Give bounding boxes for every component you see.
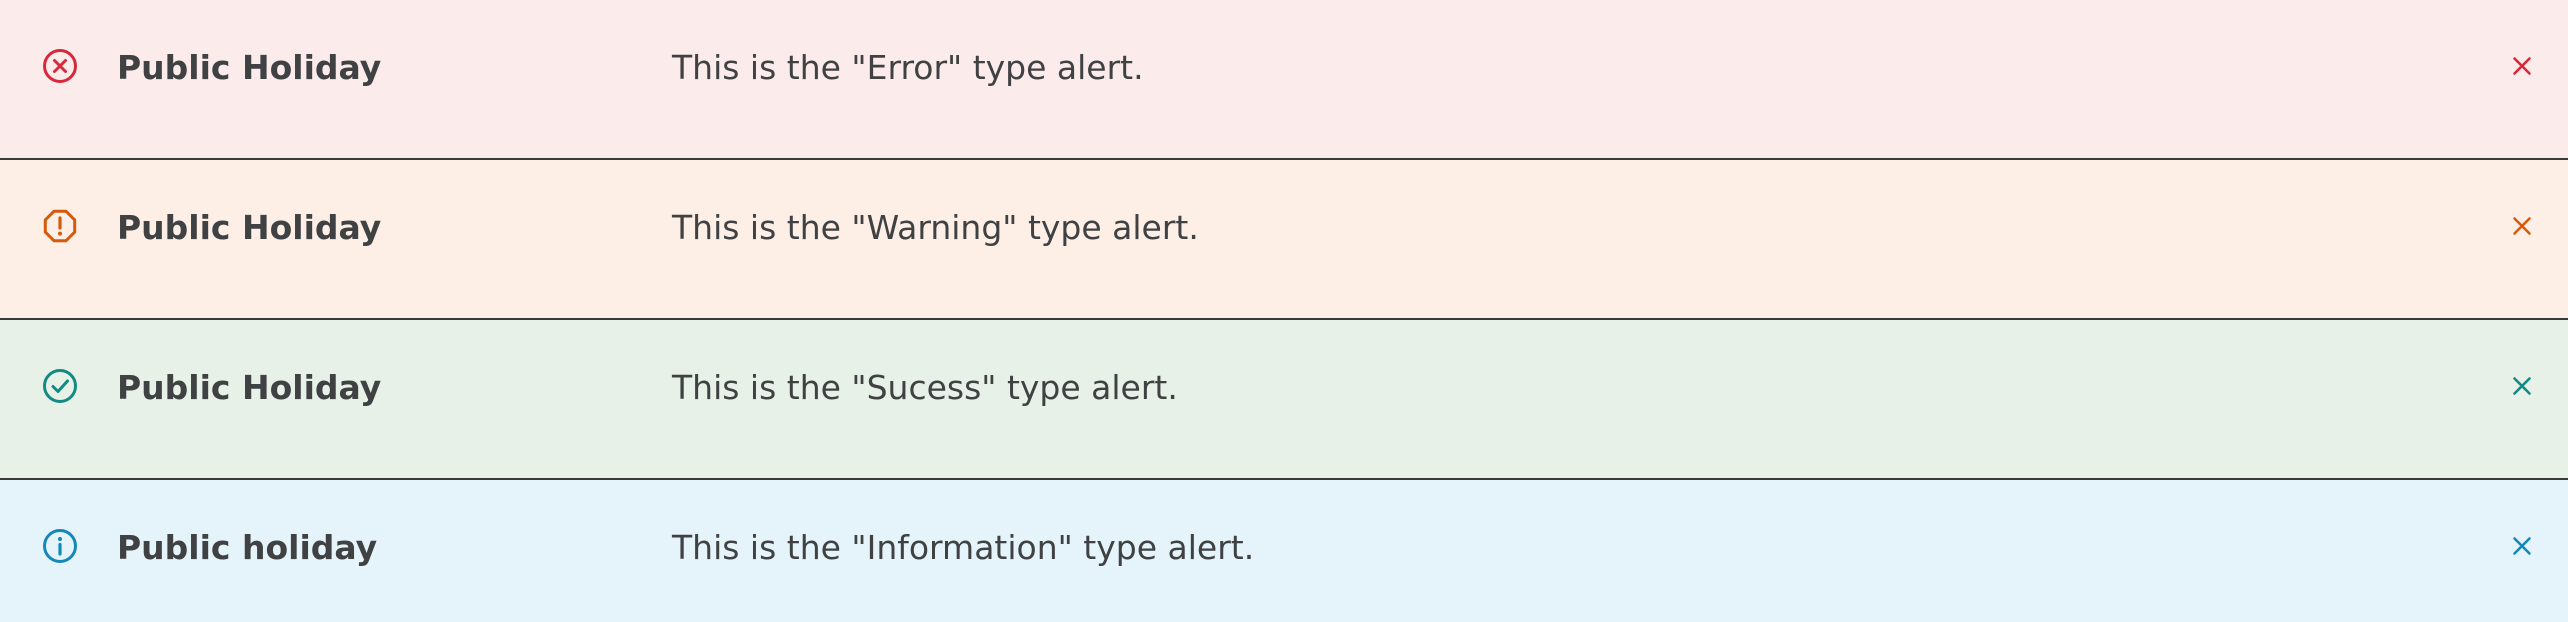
alert-message: This is the "Information" type alert.: [672, 528, 1255, 567]
error-circle-x-glyph: [43, 49, 77, 83]
success-circle-check-glyph: [43, 369, 77, 403]
alert-title: Public Holiday: [117, 48, 382, 87]
alert-title: Public holiday: [117, 528, 378, 567]
close-icon: [2513, 217, 2531, 235]
error-alert: Public Holiday This is the "Error" type …: [0, 0, 2568, 160]
alert-message: This is the "Error" type alert.: [672, 48, 1144, 87]
warning-octagon-icon: [42, 208, 78, 244]
alert-title: Public Holiday: [117, 208, 382, 247]
information-alert: Public holiday This is the "Information"…: [0, 480, 2568, 622]
warning-octagon-glyph: [43, 209, 77, 243]
alert-message: This is the "Sucess" type alert.: [672, 368, 1178, 407]
info-circle-icon: [42, 528, 78, 564]
close-icon: [2513, 537, 2531, 555]
error-circle-x-icon: [42, 48, 78, 84]
info-circle-glyph: [43, 529, 77, 563]
success-circle-check-icon: [42, 368, 78, 404]
alert-title: Public Holiday: [117, 368, 382, 407]
close-icon: [2513, 57, 2531, 75]
warning-alert: Public Holiday This is the "Warning" typ…: [0, 160, 2568, 320]
close-button[interactable]: [2498, 46, 2546, 86]
close-button[interactable]: [2498, 526, 2546, 566]
close-button[interactable]: [2498, 366, 2546, 406]
close-icon: [2513, 377, 2531, 395]
close-button[interactable]: [2498, 206, 2546, 246]
success-alert: Public Holiday This is the "Sucess" type…: [0, 320, 2568, 480]
alert-message: This is the "Warning" type alert.: [672, 208, 1199, 247]
